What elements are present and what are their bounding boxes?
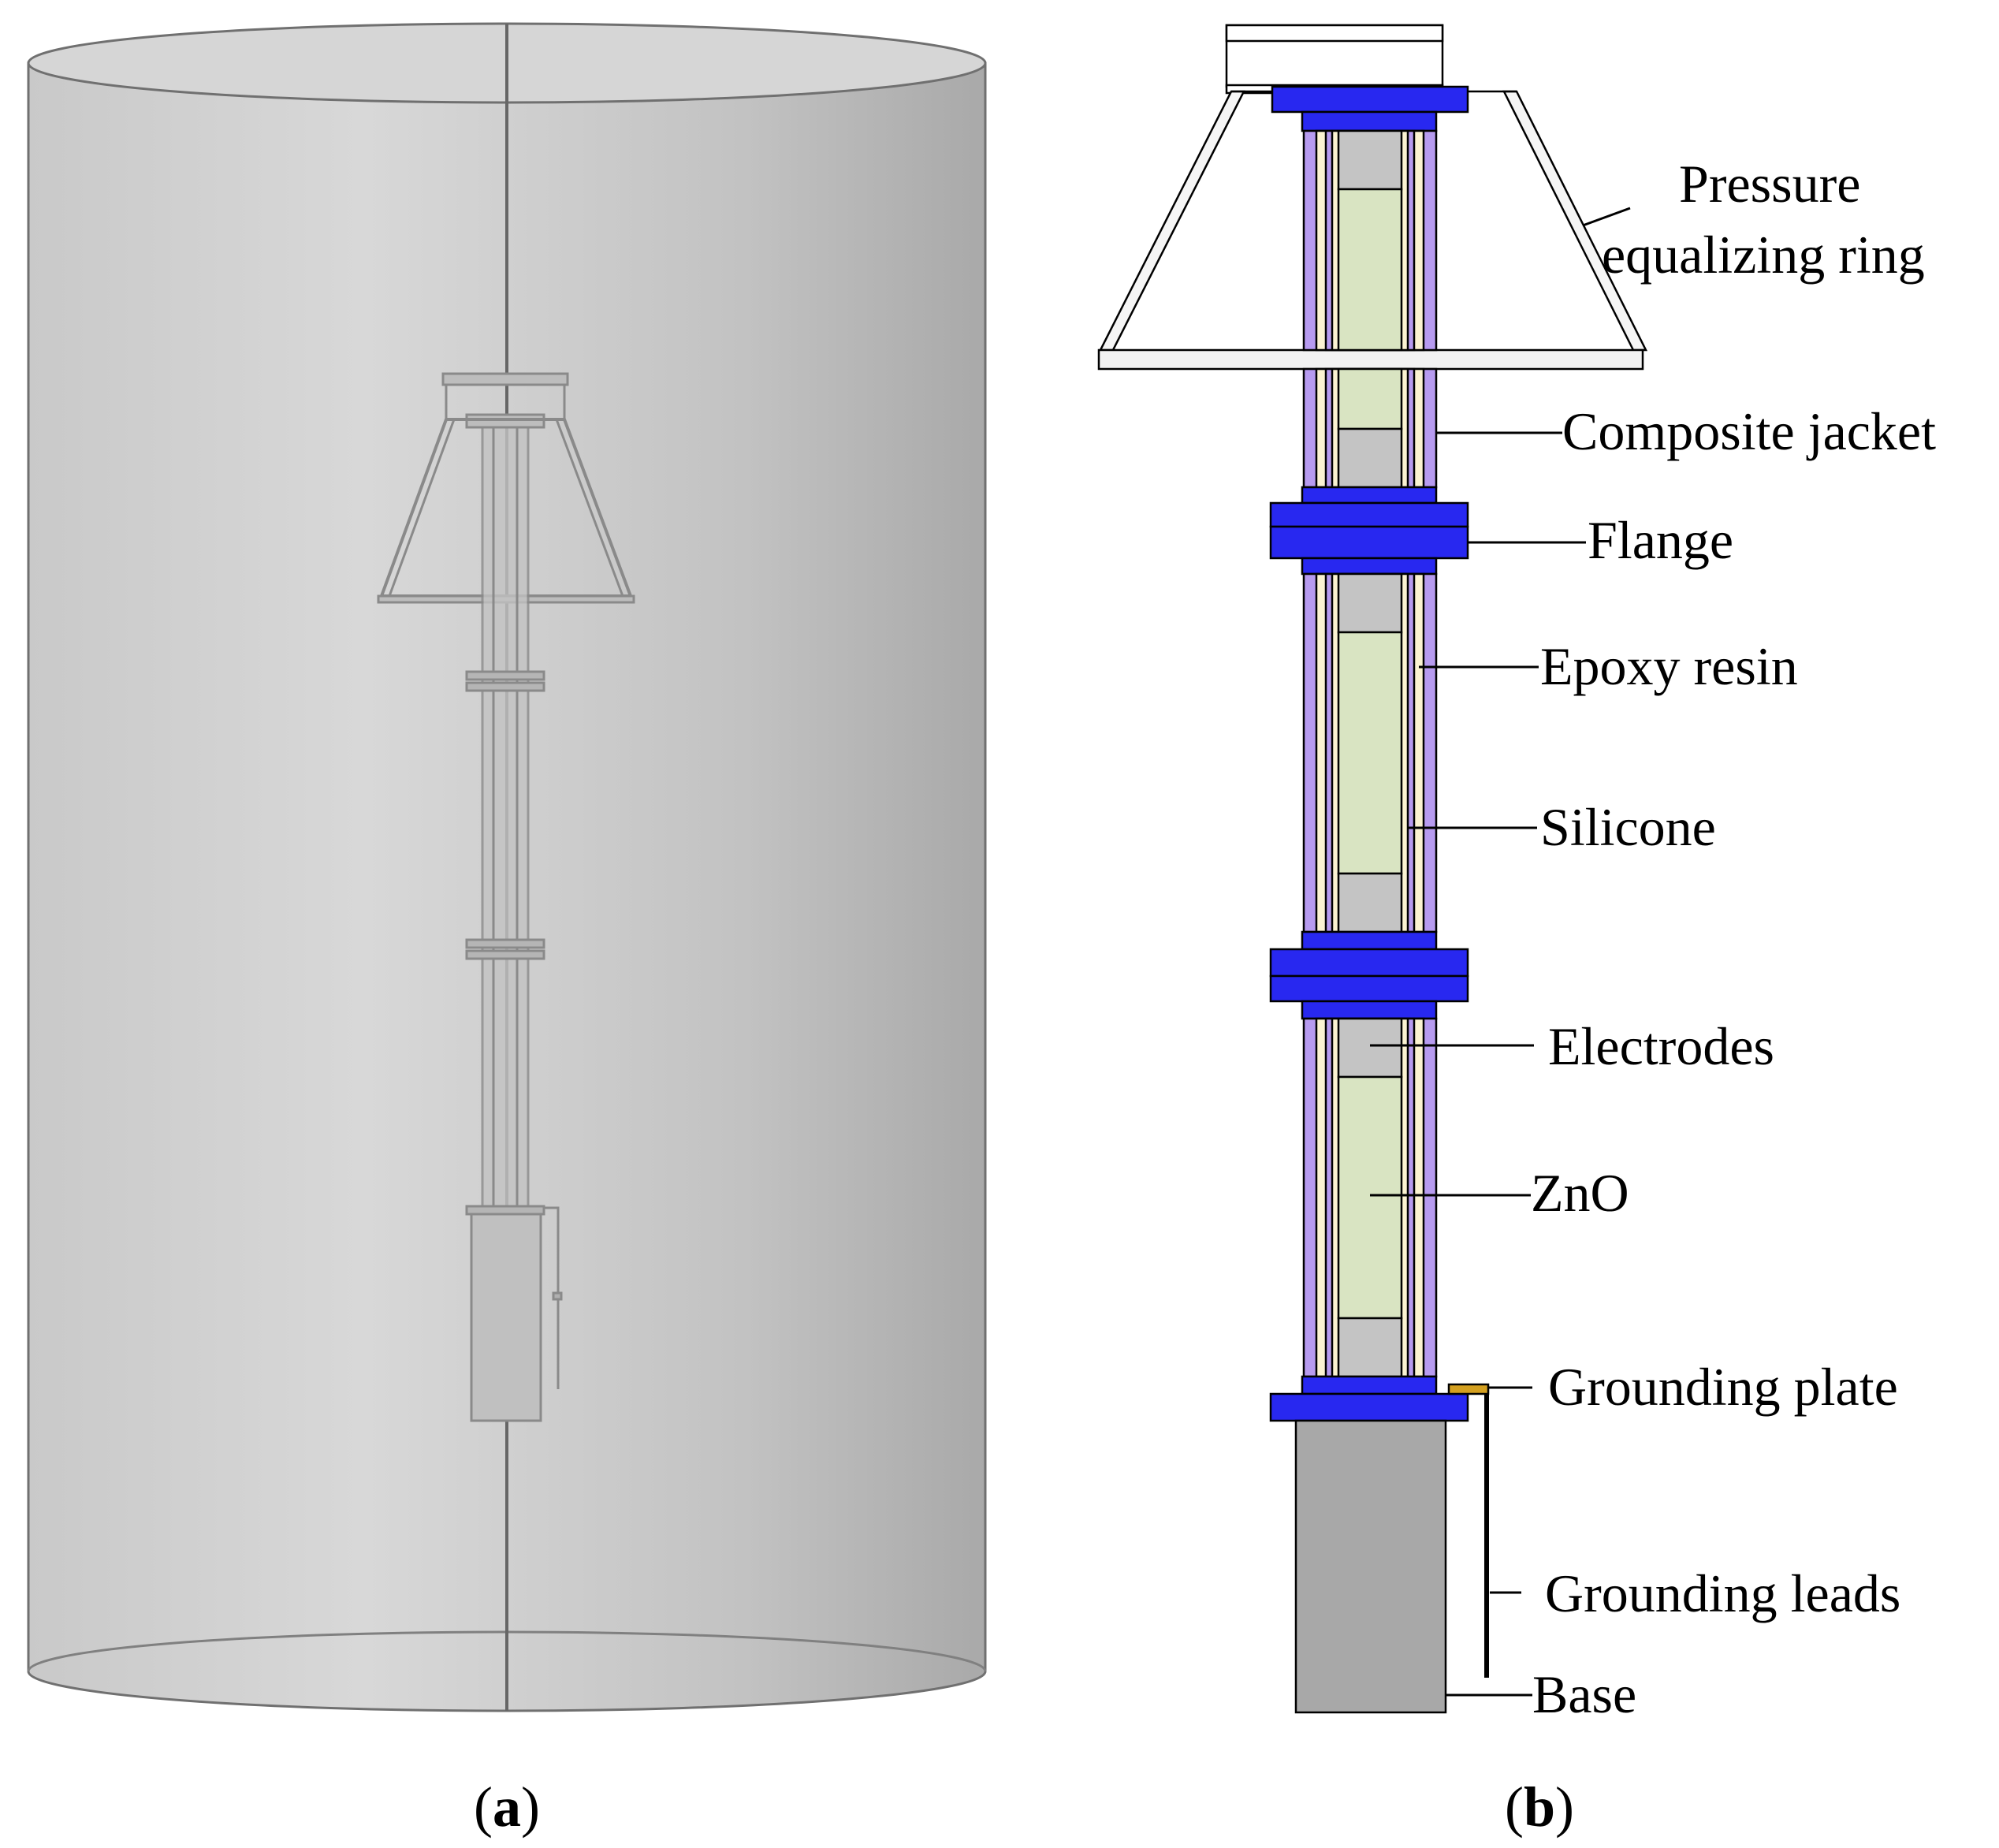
column-unit-1 [1302,129,1438,489]
label-silicone: Silicone [1540,797,1716,857]
label-electrodes: Electrodes [1548,1016,1774,1076]
panel-a-domain [27,22,987,1712]
arrester-3d-model [377,372,635,1422]
label-flange: Flange [1588,510,1733,570]
panel-b-section [1097,24,1648,1714]
column-unit-2 [1302,572,1438,933]
base-block [1294,1419,1447,1714]
column-unit-3 [1302,1017,1438,1378]
label-grounding-plate: Grounding plate [1548,1357,1898,1417]
bottom-fitting [1269,1375,1469,1422]
label-composite-jacket: Composite jacket [1562,401,1936,461]
grading-ring-right-side [1502,90,1648,352]
label-epoxy-resin: Epoxy resin [1540,636,1798,696]
caption-a: (a) [474,1775,540,1839]
grading-ring-left-side [1098,90,1246,352]
flange-2 [1269,930,1469,1020]
label-pressure-line1: Pressure [1679,154,1860,214]
flange-1 [1269,486,1469,576]
panel-b-labels: Pressure equalizing ring Composite jacke… [1531,154,1936,1724]
grounding-plate [1447,1383,1490,1395]
label-zno: ZnO [1531,1163,1629,1223]
label-grounding-leads: Grounding leads [1545,1563,1900,1623]
leader-lines [1370,207,1631,1697]
label-base: Base [1532,1664,1636,1724]
top-cap [1271,85,1469,114]
grading-ring-bottom-plate [1097,348,1644,371]
label-pressure-line2: equalizing ring [1602,225,1925,285]
caption-b: (b) [1505,1775,1574,1839]
